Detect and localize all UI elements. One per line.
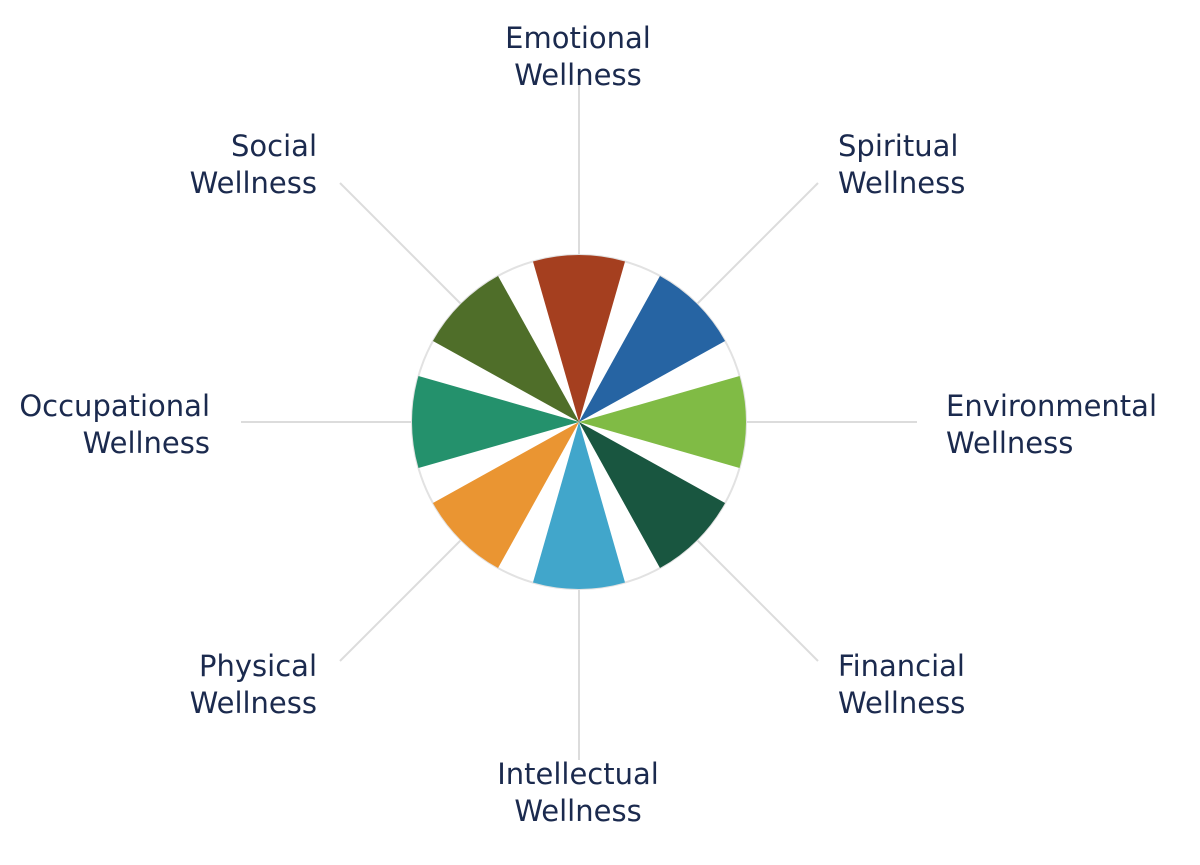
label-social-line1: Social (231, 129, 317, 163)
label-occupational-line2: Wellness (82, 426, 210, 460)
label-spiritual-line1: Spiritual (838, 129, 959, 163)
label-spiritual: Spiritual Wellness (838, 128, 965, 202)
label-spiritual-line2: Wellness (838, 166, 966, 200)
connector-lines (241, 84, 917, 760)
label-environmental-line2: Wellness (946, 426, 1074, 460)
connector-line-physical (339, 534, 467, 662)
label-physical: Physical Wellness (190, 648, 317, 722)
wedge-physical (432, 422, 579, 569)
label-social-line2: Wellness (189, 166, 317, 200)
connector-line-spiritual (691, 182, 819, 310)
wedge-emotional (532, 255, 626, 422)
wedge-social (432, 275, 579, 422)
label-financial-line2: Wellness (838, 686, 966, 720)
wedge-environmental (579, 375, 746, 469)
label-environmental: Environmental Wellness (946, 388, 1157, 462)
wedge-intellectual (532, 422, 626, 589)
label-occupational-line1: Occupational (19, 389, 210, 423)
connector-line-social (339, 182, 467, 310)
label-environmental-line1: Environmental (946, 389, 1158, 423)
label-physical-line1: Physical (199, 649, 317, 683)
wedge-financial (579, 422, 726, 569)
label-emotional-line2: Wellness (514, 58, 642, 92)
label-social: Social Wellness (190, 128, 317, 202)
label-physical-line2: Wellness (189, 686, 317, 720)
wedge-occupational (412, 375, 579, 469)
wedge-spiritual (579, 275, 726, 422)
label-emotional-line1: Emotional (505, 21, 651, 55)
label-occupational: Occupational Wellness (19, 388, 210, 462)
label-emotional: Emotional Wellness (505, 20, 651, 94)
label-financial: Financial Wellness (838, 648, 965, 722)
wellness-wheel (411, 254, 747, 590)
connector-line-financial (691, 534, 819, 662)
label-intellectual: Intellectual Wellness (497, 756, 659, 830)
label-financial-line1: Financial (838, 649, 965, 683)
label-intellectual-line1: Intellectual (497, 757, 659, 791)
label-intellectual-line2: Wellness (514, 794, 642, 828)
